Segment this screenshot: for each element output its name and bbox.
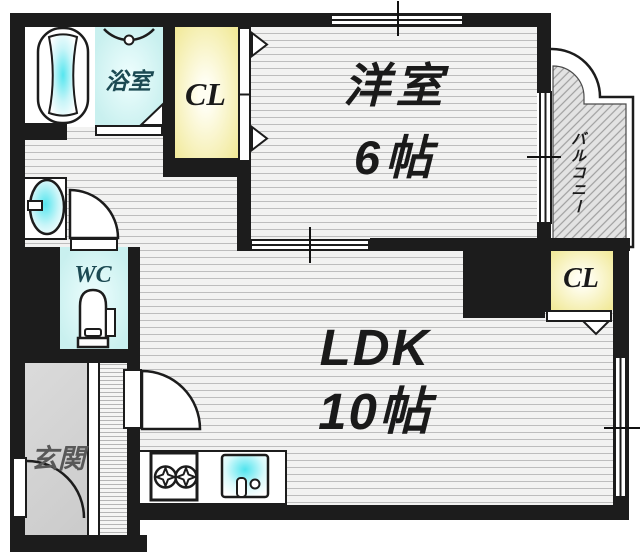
floor-hall-strip — [100, 361, 127, 538]
wall-bottom — [135, 505, 629, 520]
wall-below-closet-west — [163, 158, 251, 177]
western-room-name: 洋室 — [343, 59, 448, 112]
window-ldk-tick — [604, 427, 640, 429]
wall-wc-left-block — [20, 247, 60, 349]
closet-west-label: CL — [185, 76, 226, 112]
bathroom-label: 浴室 — [105, 68, 151, 94]
wall-top — [10, 13, 550, 27]
ldk-name: LDK — [319, 319, 431, 376]
ldk-label: LDK 10帖 — [250, 316, 500, 444]
wall-bath-closet — [163, 13, 175, 160]
kitchen-counter — [138, 450, 287, 505]
entrance-door-panel — [12, 457, 27, 518]
ldk-door-panel — [123, 369, 142, 429]
wall-western-left — [237, 158, 251, 251]
wall-partition-right — [370, 238, 463, 251]
closet-east — [551, 250, 613, 310]
western-room-size: 6帖 — [353, 131, 438, 184]
wall-block — [463, 251, 545, 318]
closet-east-label: CL — [563, 263, 599, 294]
entrance-step-strip — [87, 361, 100, 537]
wc-door-panel — [70, 238, 118, 251]
window-balcony-tick — [527, 156, 561, 158]
wall-closet-east-left — [543, 250, 551, 312]
window-partition-tick — [309, 227, 311, 263]
closet-west — [173, 27, 238, 162]
wall-western-right-upper — [537, 13, 551, 93]
wc-label: WC — [74, 262, 112, 288]
wall-wc-right — [128, 247, 140, 361]
wall-western-right-lower — [537, 222, 551, 251]
wall-below-bath — [10, 123, 67, 140]
washbasin-counter — [23, 177, 67, 240]
entrance-label: 玄関 — [31, 444, 85, 474]
wall-below-wc — [20, 349, 140, 363]
window-top-tick — [397, 1, 399, 36]
ldk-size: 10帖 — [318, 383, 432, 440]
balcony-label: バルコニー — [569, 130, 586, 216]
closet-east-sliding-door — [546, 310, 612, 322]
wall-left — [10, 13, 25, 552]
closet-west-doors — [238, 27, 251, 162]
wall-bottom-left — [10, 535, 147, 552]
western-room-label: 洋室 6帖 — [283, 50, 508, 194]
bathroom-threshold — [95, 125, 163, 136]
